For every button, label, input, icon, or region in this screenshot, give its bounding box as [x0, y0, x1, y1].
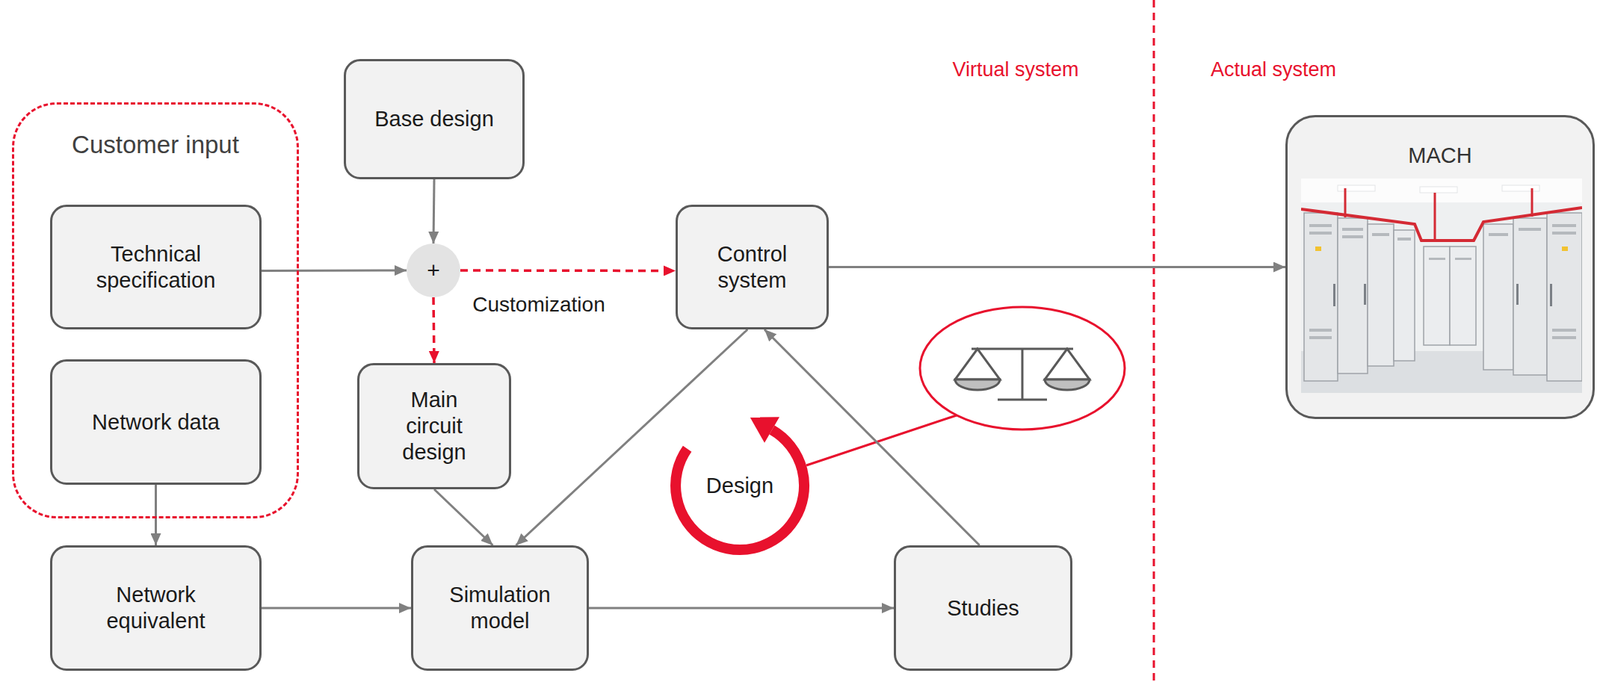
balance-symbol: [955, 348, 1090, 400]
node-text: Main circuit design: [393, 387, 476, 465]
divider-line: [1153, 0, 1156, 682]
edge-label: Customization: [469, 292, 608, 318]
mach-fill: [1285, 115, 1595, 420]
flow-arrow: [515, 329, 748, 546]
node-text: Base design: [374, 106, 494, 133]
flow-arrow: [261, 269, 407, 273]
node-text: Network equivalent: [81, 582, 231, 635]
process-box: Network data: [50, 359, 262, 486]
zone-label: Virtual system: [952, 57, 1079, 82]
zone-label: Actual system: [1210, 57, 1337, 82]
node-text: Control system: [696, 241, 809, 294]
process-box: Studies: [893, 545, 1073, 672]
flow-arrow: [154, 485, 157, 546]
cycle-arc: [675, 430, 805, 551]
dashed-arrow: [460, 269, 676, 273]
cycle-label: Design: [706, 473, 774, 500]
node-text: Technical specification: [73, 241, 239, 294]
node-text: Simulation model: [432, 582, 568, 635]
process-box: Main circuit design: [357, 363, 512, 490]
system-box: MACH: [1285, 115, 1595, 420]
flow-arrow: [764, 329, 980, 546]
flow-arrow: [261, 607, 412, 610]
callout-ellipse: [919, 307, 1125, 430]
sum-junction: +: [406, 243, 461, 298]
node-text: +: [426, 257, 441, 284]
balance-callout: [919, 307, 1125, 430]
process-box: Control system: [675, 204, 829, 330]
process-box: Technical specification: [50, 204, 262, 330]
node-text: MACH: [1407, 142, 1472, 169]
flow-arrow: [828, 266, 1286, 269]
node-text: Studies: [946, 595, 1020, 622]
input-group: Customer inputTechnical specificationNet…: [11, 102, 299, 519]
leader-line: [806, 415, 957, 466]
cycle-arrowhead: [750, 417, 780, 444]
process-box: Simulation model: [411, 545, 589, 672]
flow-arrow: [434, 489, 493, 546]
flow-arrow: [588, 607, 894, 610]
process-box: Network equivalent: [50, 545, 262, 672]
flow-arrow: [433, 179, 435, 244]
dashed-arrow: [433, 297, 435, 364]
node-text: Network data: [91, 409, 220, 436]
node-text: Customer input: [71, 130, 240, 160]
process-box: Base design: [343, 59, 525, 180]
server-room-photo: [1301, 178, 1583, 394]
design-cycle-arrow: [675, 417, 805, 551]
